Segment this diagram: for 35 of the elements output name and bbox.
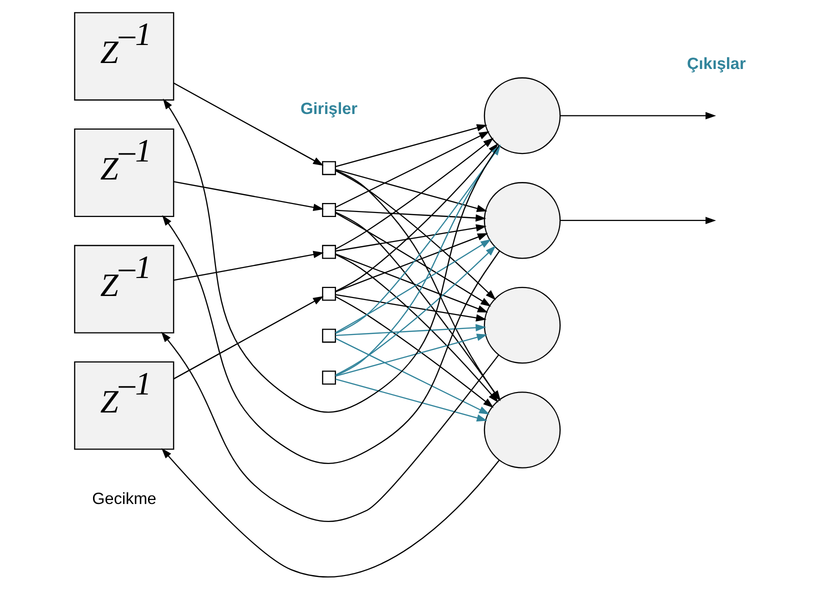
arrow <box>335 334 487 377</box>
arrow <box>173 250 324 281</box>
arrow <box>335 124 487 168</box>
arrow <box>334 233 488 292</box>
arrow <box>334 254 498 403</box>
node-box <box>322 370 336 385</box>
arrow <box>335 224 486 252</box>
arrow <box>334 338 490 414</box>
arrow <box>560 112 716 120</box>
arrow <box>173 82 324 166</box>
arrow <box>173 296 324 380</box>
node-box <box>322 161 336 176</box>
arrow <box>334 138 494 250</box>
node-box <box>322 286 336 301</box>
arrow <box>335 294 486 322</box>
arrow <box>334 239 491 334</box>
arrow <box>335 210 486 222</box>
node-box <box>322 244 336 259</box>
label: Çıkışlar <box>686 54 746 73</box>
arrow <box>334 212 491 307</box>
arrow <box>334 170 496 300</box>
arrow <box>560 216 716 224</box>
arrow <box>334 246 496 376</box>
arrow <box>335 169 487 212</box>
label: Girişler <box>300 100 358 118</box>
node-box <box>322 328 336 343</box>
arrow <box>334 296 494 408</box>
label: Gecikme <box>92 490 156 508</box>
arrow <box>334 253 488 313</box>
arrow <box>334 131 490 208</box>
arrow <box>335 378 487 422</box>
arrow <box>160 448 500 578</box>
arrow <box>335 324 486 336</box>
arrow <box>173 181 324 211</box>
node-box <box>322 203 336 217</box>
